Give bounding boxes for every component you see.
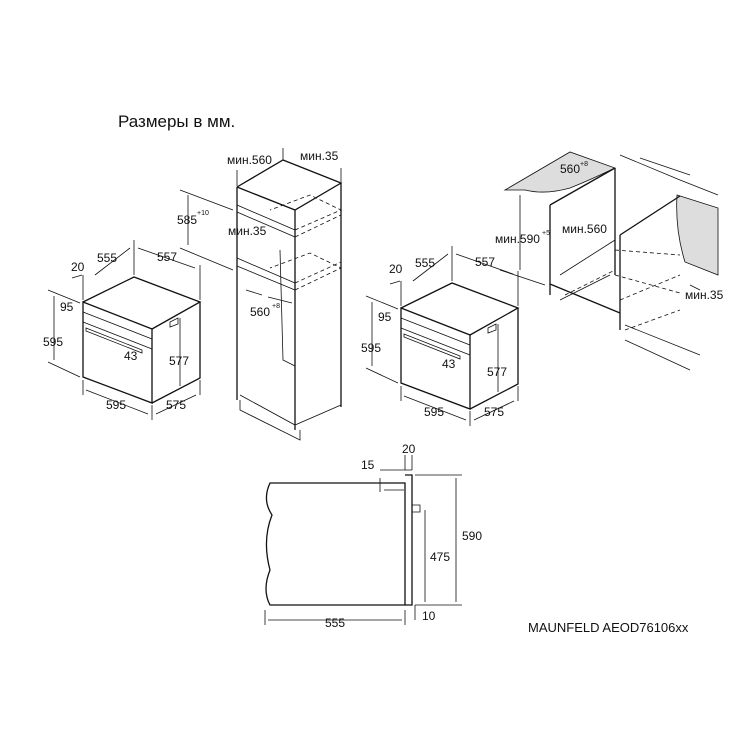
dim-min-560: мин.560 [227,153,272,167]
dim-43: 43 [124,349,138,363]
dim-15: 15 [361,458,375,472]
dim-585: 585 [177,213,197,227]
dim-43: 43 [442,357,456,371]
dim-20: 20 [389,262,403,276]
dim-min-35-gap: мин.35 [228,224,267,238]
dim-585-tolerance: +10 [197,210,209,217]
model-label: MAUNFELD AEOD76106xx [528,620,689,635]
dim-577: 577 [487,365,507,379]
dim-575: 575 [484,405,504,419]
dim-min-35-top: мин.35 [300,149,339,163]
dim-95: 95 [378,310,392,324]
dim-560-tolerance: +8 [272,303,280,310]
dim-595-width: 595 [106,398,126,412]
dim-20: 20 [71,260,85,274]
dim-555: 555 [97,251,117,265]
dim-10: 10 [422,609,436,623]
dim-560-tolerance: +8 [580,161,588,168]
dim-590-tolerance: +5 [542,230,550,237]
dim-557: 557 [475,255,495,269]
dim-590: 590 [462,529,482,543]
oven-left: 20 555 557 95 595 43 577 595 575 [43,240,202,420]
dim-475: 475 [430,550,450,564]
side-view: 20 15 590 475 555 10 [264,442,482,630]
dim-min-590: мин.590 [495,232,540,246]
dim-595-height: 595 [43,335,63,349]
dim-min-35: мин.35 [685,288,724,302]
dim-560-niche: 560 [560,162,580,176]
oven-right: 20 555 557 95 595 43 577 595 575 [361,246,520,426]
dim-555: 555 [415,256,435,270]
dim-595-width: 595 [424,405,444,419]
dim-555: 555 [325,616,345,630]
page-title: Размеры в мм. [118,112,236,131]
dim-door-20: 20 [402,442,416,456]
dim-575: 575 [166,398,186,412]
dim-560-niche: 560 [250,305,270,319]
dim-557: 557 [157,250,177,264]
dim-577: 577 [169,354,189,368]
under-counter-niche: 560 +8 мин.590 +5 мин.560 мин.35 [495,151,724,371]
dim-min-560: мин.560 [562,222,607,236]
dim-95: 95 [60,300,74,314]
dim-595-height: 595 [361,341,381,355]
tall-cabinet: мин.560 мин.35 585 +10 мин.35 560 +8 [177,148,343,441]
